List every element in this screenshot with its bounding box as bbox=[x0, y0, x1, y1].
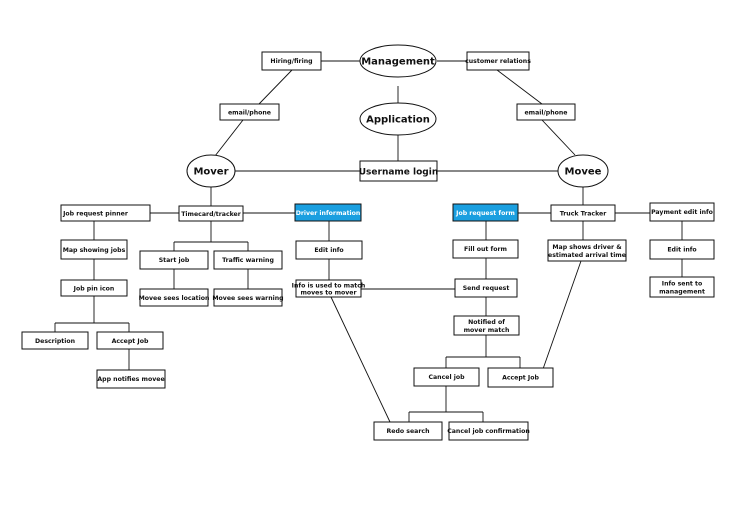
node-info-used-to-match: Info is used to match moves to mover bbox=[292, 279, 366, 298]
label-redo-search: Redo search bbox=[387, 428, 430, 435]
label-hiring-firing: Hiring/firing bbox=[270, 58, 312, 65]
node-notified-of-mover-match: Notified of mover match bbox=[453, 315, 520, 336]
label-cancel-job-confirmation: Cancel job confirmation bbox=[447, 428, 530, 435]
label-username-login: Username login bbox=[359, 168, 439, 178]
node-driver-information: Driver information bbox=[294, 203, 362, 222]
label-start-job: Start job bbox=[159, 257, 190, 264]
node-map-showing-jobs: Map showing jobs bbox=[60, 239, 128, 260]
label-map-shows-driver-line2: estimated arrival time bbox=[548, 252, 626, 259]
label-application: Application bbox=[366, 115, 430, 126]
label-driver-information: Driver information bbox=[296, 210, 361, 217]
label-movee-sees-location: Movee sees location bbox=[139, 295, 210, 302]
label-customer-relations: customer relations bbox=[465, 58, 531, 65]
label-info-used-to-match-line1: Info is used to match bbox=[292, 282, 366, 289]
label-accept-job-right: Accept Job bbox=[502, 375, 539, 382]
node-management: Management bbox=[359, 44, 437, 78]
label-map-showing-jobs: Map showing jobs bbox=[63, 247, 126, 254]
node-info-sent-to-management: Info sent to management bbox=[649, 276, 715, 298]
label-cancel-job: Cancel job bbox=[428, 374, 465, 381]
node-payment-edit-info: Payment edit info bbox=[649, 202, 715, 222]
node-edit-info-payment: Edit info bbox=[649, 239, 715, 260]
label-management: Management bbox=[361, 57, 435, 68]
node-send-request: Send request bbox=[454, 278, 518, 298]
label-send-request: Send request bbox=[463, 285, 510, 292]
node-description: Description bbox=[21, 331, 89, 350]
node-job-request-form: Job request form bbox=[452, 203, 519, 222]
node-mover: Mover bbox=[186, 154, 236, 188]
label-info-sent-line2: management bbox=[659, 289, 705, 296]
label-description: Description bbox=[35, 338, 75, 345]
label-fill-out-form: Fill out form bbox=[464, 246, 507, 253]
node-username-login: Username login bbox=[359, 160, 439, 182]
node-start-job: Start job bbox=[139, 250, 209, 270]
label-app-notifies-movee: App notifies movee bbox=[97, 376, 164, 383]
label-edit-info-payment: Edit info bbox=[667, 247, 696, 254]
label-movee-sees-warning: Movee sees warning bbox=[212, 295, 283, 302]
node-cancel-job-confirmation: Cancel job confirmation bbox=[447, 421, 530, 441]
node-hiring-firing: Hiring/firing bbox=[261, 51, 322, 71]
label-notified-line2: mover match bbox=[464, 327, 510, 334]
node-accept-job-right: Accept Job bbox=[487, 367, 554, 388]
label-info-sent-line1: Info sent to bbox=[662, 281, 702, 288]
node-map-shows-driver: Map shows driver & estimated arrival tim… bbox=[547, 239, 627, 262]
node-cancel-job: Cancel job bbox=[413, 367, 480, 387]
node-movee-sees-warning: Movee sees warning bbox=[212, 288, 284, 307]
node-movee-sees-location: Movee sees location bbox=[139, 288, 210, 307]
label-edit-info-driver: Edit info bbox=[314, 247, 343, 254]
node-app-notifies-movee: App notifies movee bbox=[96, 369, 166, 389]
label-info-used-to-match-line2: moves to mover bbox=[300, 290, 357, 297]
node-job-pin-icon: Job pin icon bbox=[60, 279, 128, 297]
node-redo-search: Redo search bbox=[373, 421, 443, 441]
node-email-phone-right: email/phone bbox=[516, 103, 576, 121]
node-customer-relations: customer relations bbox=[465, 51, 531, 71]
node-edit-info-driver: Edit info bbox=[295, 240, 363, 260]
label-map-shows-driver-line1: Map shows driver & bbox=[552, 244, 622, 251]
node-traffic-warning: Traffic warning bbox=[213, 250, 283, 270]
label-movee: Movee bbox=[565, 167, 602, 178]
diagram-nodes: Management Application Username login Mo… bbox=[21, 44, 715, 441]
label-job-request-form: Job request form bbox=[455, 210, 515, 217]
node-fill-out-form: Fill out form bbox=[452, 239, 519, 259]
node-truck-tracker: Truck Tracker bbox=[550, 204, 616, 222]
label-truck-tracker: Truck Tracker bbox=[560, 210, 608, 217]
label-mover: Mover bbox=[193, 167, 228, 178]
node-email-phone-left: email/phone bbox=[219, 103, 280, 121]
label-timecard-tracker: Timecard/tracker bbox=[181, 211, 242, 218]
node-application: Application bbox=[359, 102, 437, 136]
node-timecard-tracker: Timecard/tracker bbox=[178, 205, 244, 222]
connector-lines bbox=[54, 60, 683, 423]
node-movee: Movee bbox=[557, 154, 609, 188]
label-email-phone-left: email/phone bbox=[228, 109, 271, 116]
label-job-request-pinner: Job request pinner bbox=[62, 210, 129, 217]
node-job-request-pinner: Job request pinner bbox=[60, 204, 151, 222]
node-accept-job-left: Accept Job bbox=[96, 331, 164, 350]
label-job-pin-icon: Job pin icon bbox=[73, 285, 115, 292]
label-notified-line1: Notified of bbox=[468, 319, 505, 326]
label-accept-job-left: Accept Job bbox=[112, 338, 149, 345]
label-email-phone-right: email/phone bbox=[524, 109, 567, 116]
label-payment-edit-info: Payment edit info bbox=[651, 209, 713, 216]
label-traffic-warning: Traffic warning bbox=[222, 257, 274, 264]
